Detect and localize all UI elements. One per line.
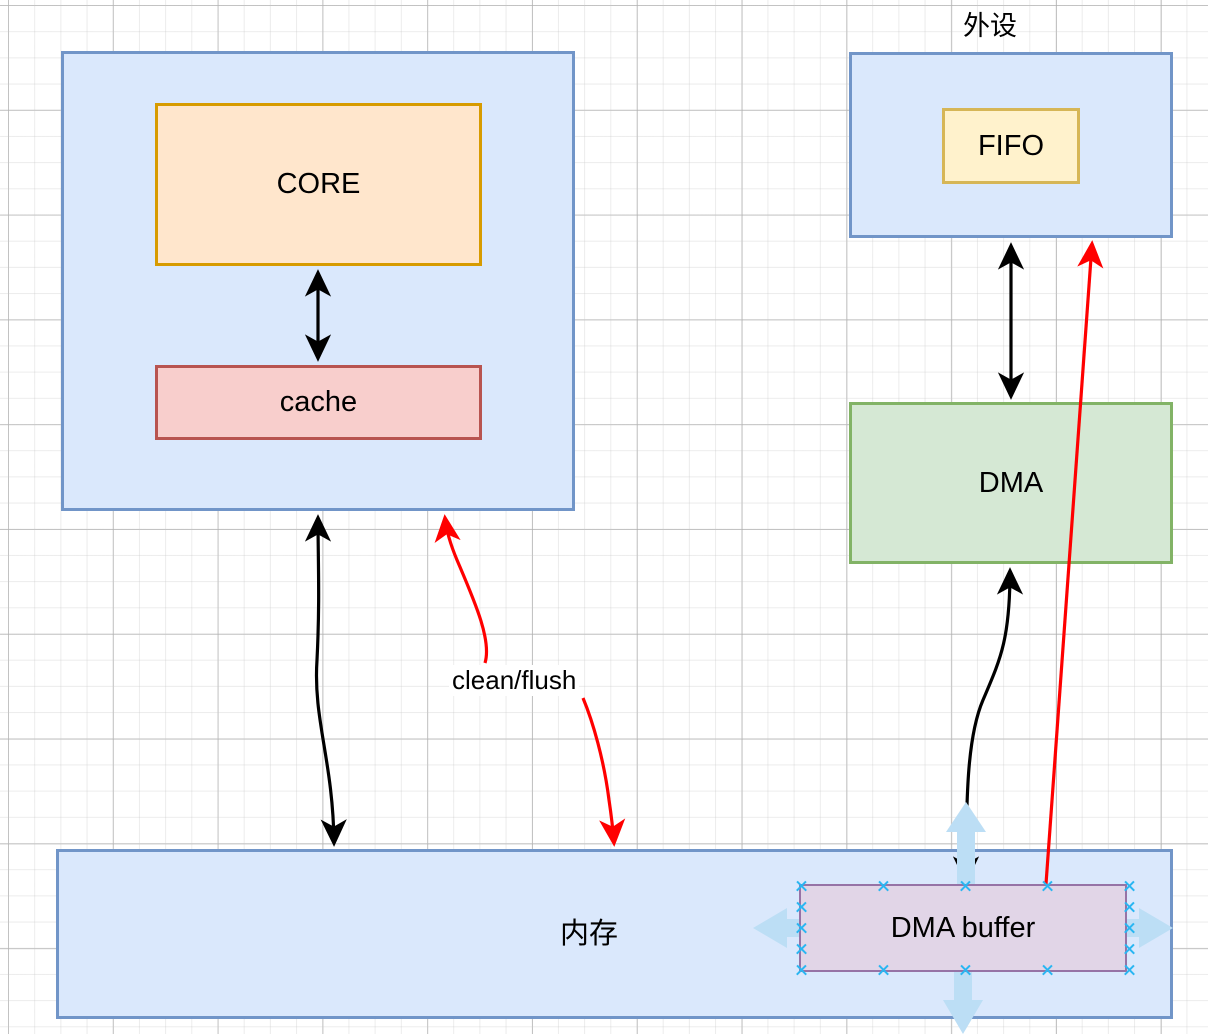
handle-nw[interactable] — [795, 880, 808, 893]
edge-buffer-to-peripheral[interactable] — [1044, 240, 1104, 885]
handle-e1[interactable] — [1123, 901, 1136, 914]
edge-cpu-memory[interactable] — [304, 514, 347, 847]
handle-w2[interactable] — [795, 922, 808, 935]
cache-label: cache — [279, 386, 358, 419]
handle-n1[interactable] — [877, 880, 890, 893]
cache-box[interactable]: cache — [155, 365, 482, 440]
dma-buffer-label: DMA buffer — [890, 911, 1036, 944]
memory-label: 内存 — [560, 918, 619, 950]
handle-s2[interactable] — [959, 964, 972, 977]
handle-e2[interactable] — [1123, 922, 1136, 935]
handle-sw[interactable] — [795, 964, 808, 977]
handle-se[interactable] — [1123, 964, 1136, 977]
handle-s1[interactable] — [877, 964, 890, 977]
peripheral-title-label: 外设 — [963, 11, 1017, 41]
handle-s3[interactable] — [1041, 964, 1054, 977]
core-label: CORE — [276, 168, 361, 201]
fifo-box[interactable]: FIFO — [942, 108, 1080, 184]
fifo-label: FIFO — [977, 129, 1045, 162]
edge-dma-buffer[interactable] — [952, 567, 1024, 884]
edge-label-clean-flush[interactable]: clean/flush — [449, 665, 580, 696]
handle-w3[interactable] — [795, 943, 808, 956]
dma-box[interactable]: DMA — [849, 402, 1173, 564]
dma-label: DMA — [978, 466, 1044, 499]
handle-ne[interactable] — [1123, 880, 1136, 893]
handle-n2[interactable] — [959, 880, 972, 893]
dma-buffer-box[interactable]: DMA buffer — [799, 884, 1127, 972]
handle-n3[interactable] — [1041, 880, 1054, 893]
core-box[interactable]: CORE — [155, 103, 482, 266]
handle-e3[interactable] — [1123, 943, 1136, 956]
handle-w1[interactable] — [795, 901, 808, 914]
